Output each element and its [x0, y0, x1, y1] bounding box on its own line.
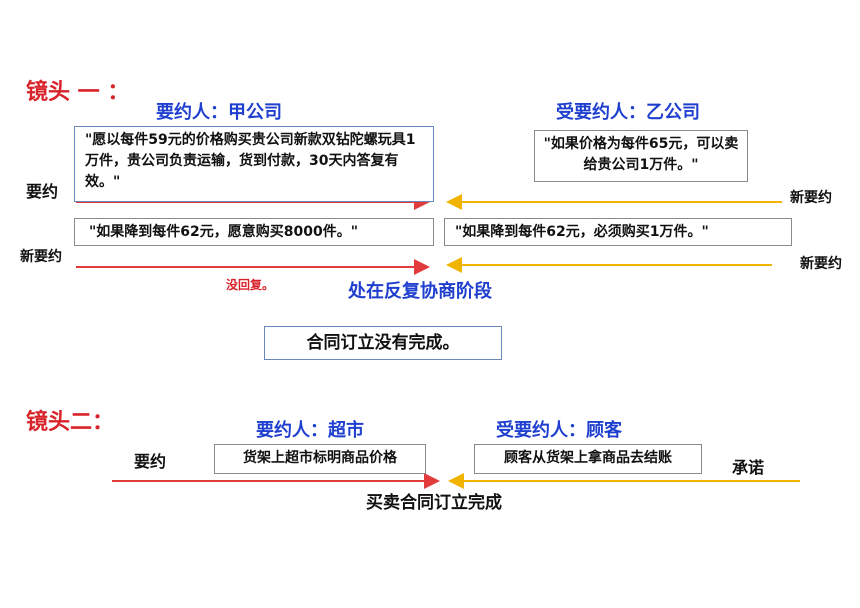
stage-text: 处在反复协商阶段 — [348, 281, 492, 302]
counter-left-box: "如果降到每件62元，愿意购买8000件。" — [74, 218, 434, 246]
label-accept: 承诺 — [732, 458, 765, 477]
label-new-offer-right-1: 新要约 — [790, 190, 832, 206]
scene2-offeror: 要约人：超市 — [256, 420, 364, 441]
label-offer-1: 要约 — [26, 182, 59, 201]
counter-right-box: "如果降到每件62元，必须购买1万件。" — [444, 218, 792, 246]
no-reply-note: 没回复。 — [226, 278, 275, 292]
shelf-price-box: 货架上超市标明商品价格 — [214, 444, 426, 474]
scene2-result: 买卖合同订立完成 — [366, 493, 502, 513]
scene2-offeree: 受要约人：顾客 — [496, 420, 622, 441]
label-new-offer-left: 新要约 — [20, 249, 62, 265]
scene2-title: 镜头二： — [26, 410, 115, 435]
scene1-offeree: 受要约人：乙公司 — [556, 102, 700, 123]
offer-text-box: "愿以每件59元的价格购买贵公司新款双钻陀螺玩具1万件，贵公司负责运输，货到付款… — [74, 126, 434, 202]
scene1-title: 镜头 一 ： — [26, 80, 130, 105]
label-offer-2: 要约 — [134, 452, 167, 471]
scene1-offeror: 要约人：甲公司 — [156, 102, 282, 123]
reply-text-box: "如果价格为每件65元，可以卖给贵公司1万件。" — [534, 130, 748, 182]
label-new-offer-right-2: 新要约 — [800, 256, 842, 272]
checkout-box: 顾客从货架上拿商品去结账 — [474, 444, 702, 474]
scene1-result-box: 合同订立没有完成。 — [264, 326, 502, 360]
